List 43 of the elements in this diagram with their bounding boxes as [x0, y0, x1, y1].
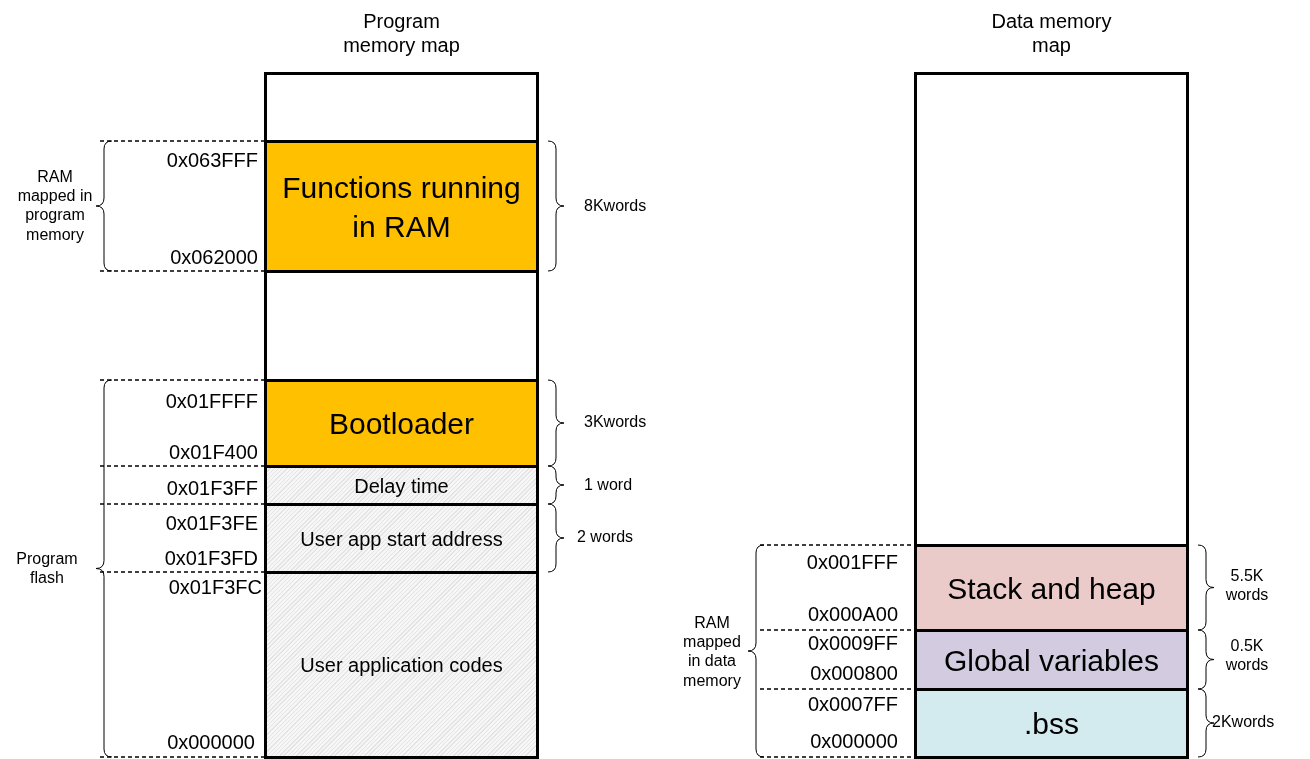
- region-label: RAM mapped in data memory: [682, 612, 742, 690]
- address-label: 0x01F3FE: [165, 511, 258, 535]
- size-label: 8Kwords: [584, 196, 647, 216]
- region-label: 5.5K words: [1224, 565, 1270, 605]
- region-label: 0.5K words: [1224, 635, 1270, 675]
- segment-label: User app start address: [300, 526, 503, 552]
- region-label: Program flash: [15, 548, 79, 588]
- column-heading: Data memory map: [990, 9, 1113, 57]
- segment-label: Global variables: [943, 642, 1160, 679]
- address-label: 0x000000: [810, 729, 898, 753]
- size-label: 2 words: [577, 527, 634, 547]
- memory-segment: [264, 379, 539, 468]
- memory-segment: [264, 465, 539, 506]
- size-label: 3Kwords: [584, 412, 647, 432]
- address-label: 0x062000: [170, 245, 258, 269]
- address-label: 0x01F400: [169, 440, 258, 464]
- memory-segment: [914, 544, 1189, 632]
- segment-label: Bootloader: [328, 406, 475, 442]
- column-heading: Program memory map: [342, 9, 461, 57]
- memory-segment: [264, 140, 539, 273]
- address-label: 0x063FFF: [166, 148, 258, 172]
- segment-label: Stack and heap: [947, 570, 1156, 607]
- size-label: 1 word: [584, 475, 633, 495]
- segment-label: .bss: [1024, 706, 1079, 742]
- memory-segment: [264, 571, 539, 759]
- address-label: 0x01F3FD: [164, 546, 258, 570]
- memory-segment: [264, 503, 539, 574]
- address-label: 0x01F3FF: [166, 476, 258, 500]
- address-label: 0x000800: [810, 661, 898, 685]
- segment-label: Functions running in RAM: [281, 169, 522, 245]
- address-label: 0x0009FF: [807, 631, 898, 655]
- region-label: RAM mapped in program memory: [17, 166, 93, 244]
- size-label: 2Kwords: [1212, 712, 1275, 732]
- memory-segment: [914, 688, 1189, 759]
- address-label: 0x000000: [167, 730, 255, 754]
- address-label: 0x01FFFF: [165, 389, 258, 413]
- segment-label: Delay time: [354, 473, 449, 499]
- address-label: 0x01F3FC: [168, 575, 262, 599]
- memory-segment: [914, 629, 1189, 691]
- address-label: 0x001FFF: [806, 550, 898, 574]
- segment-label: User application codes: [300, 653, 503, 678]
- address-label: 0x000A00: [807, 602, 898, 626]
- address-label: 0x0007FF: [807, 692, 898, 716]
